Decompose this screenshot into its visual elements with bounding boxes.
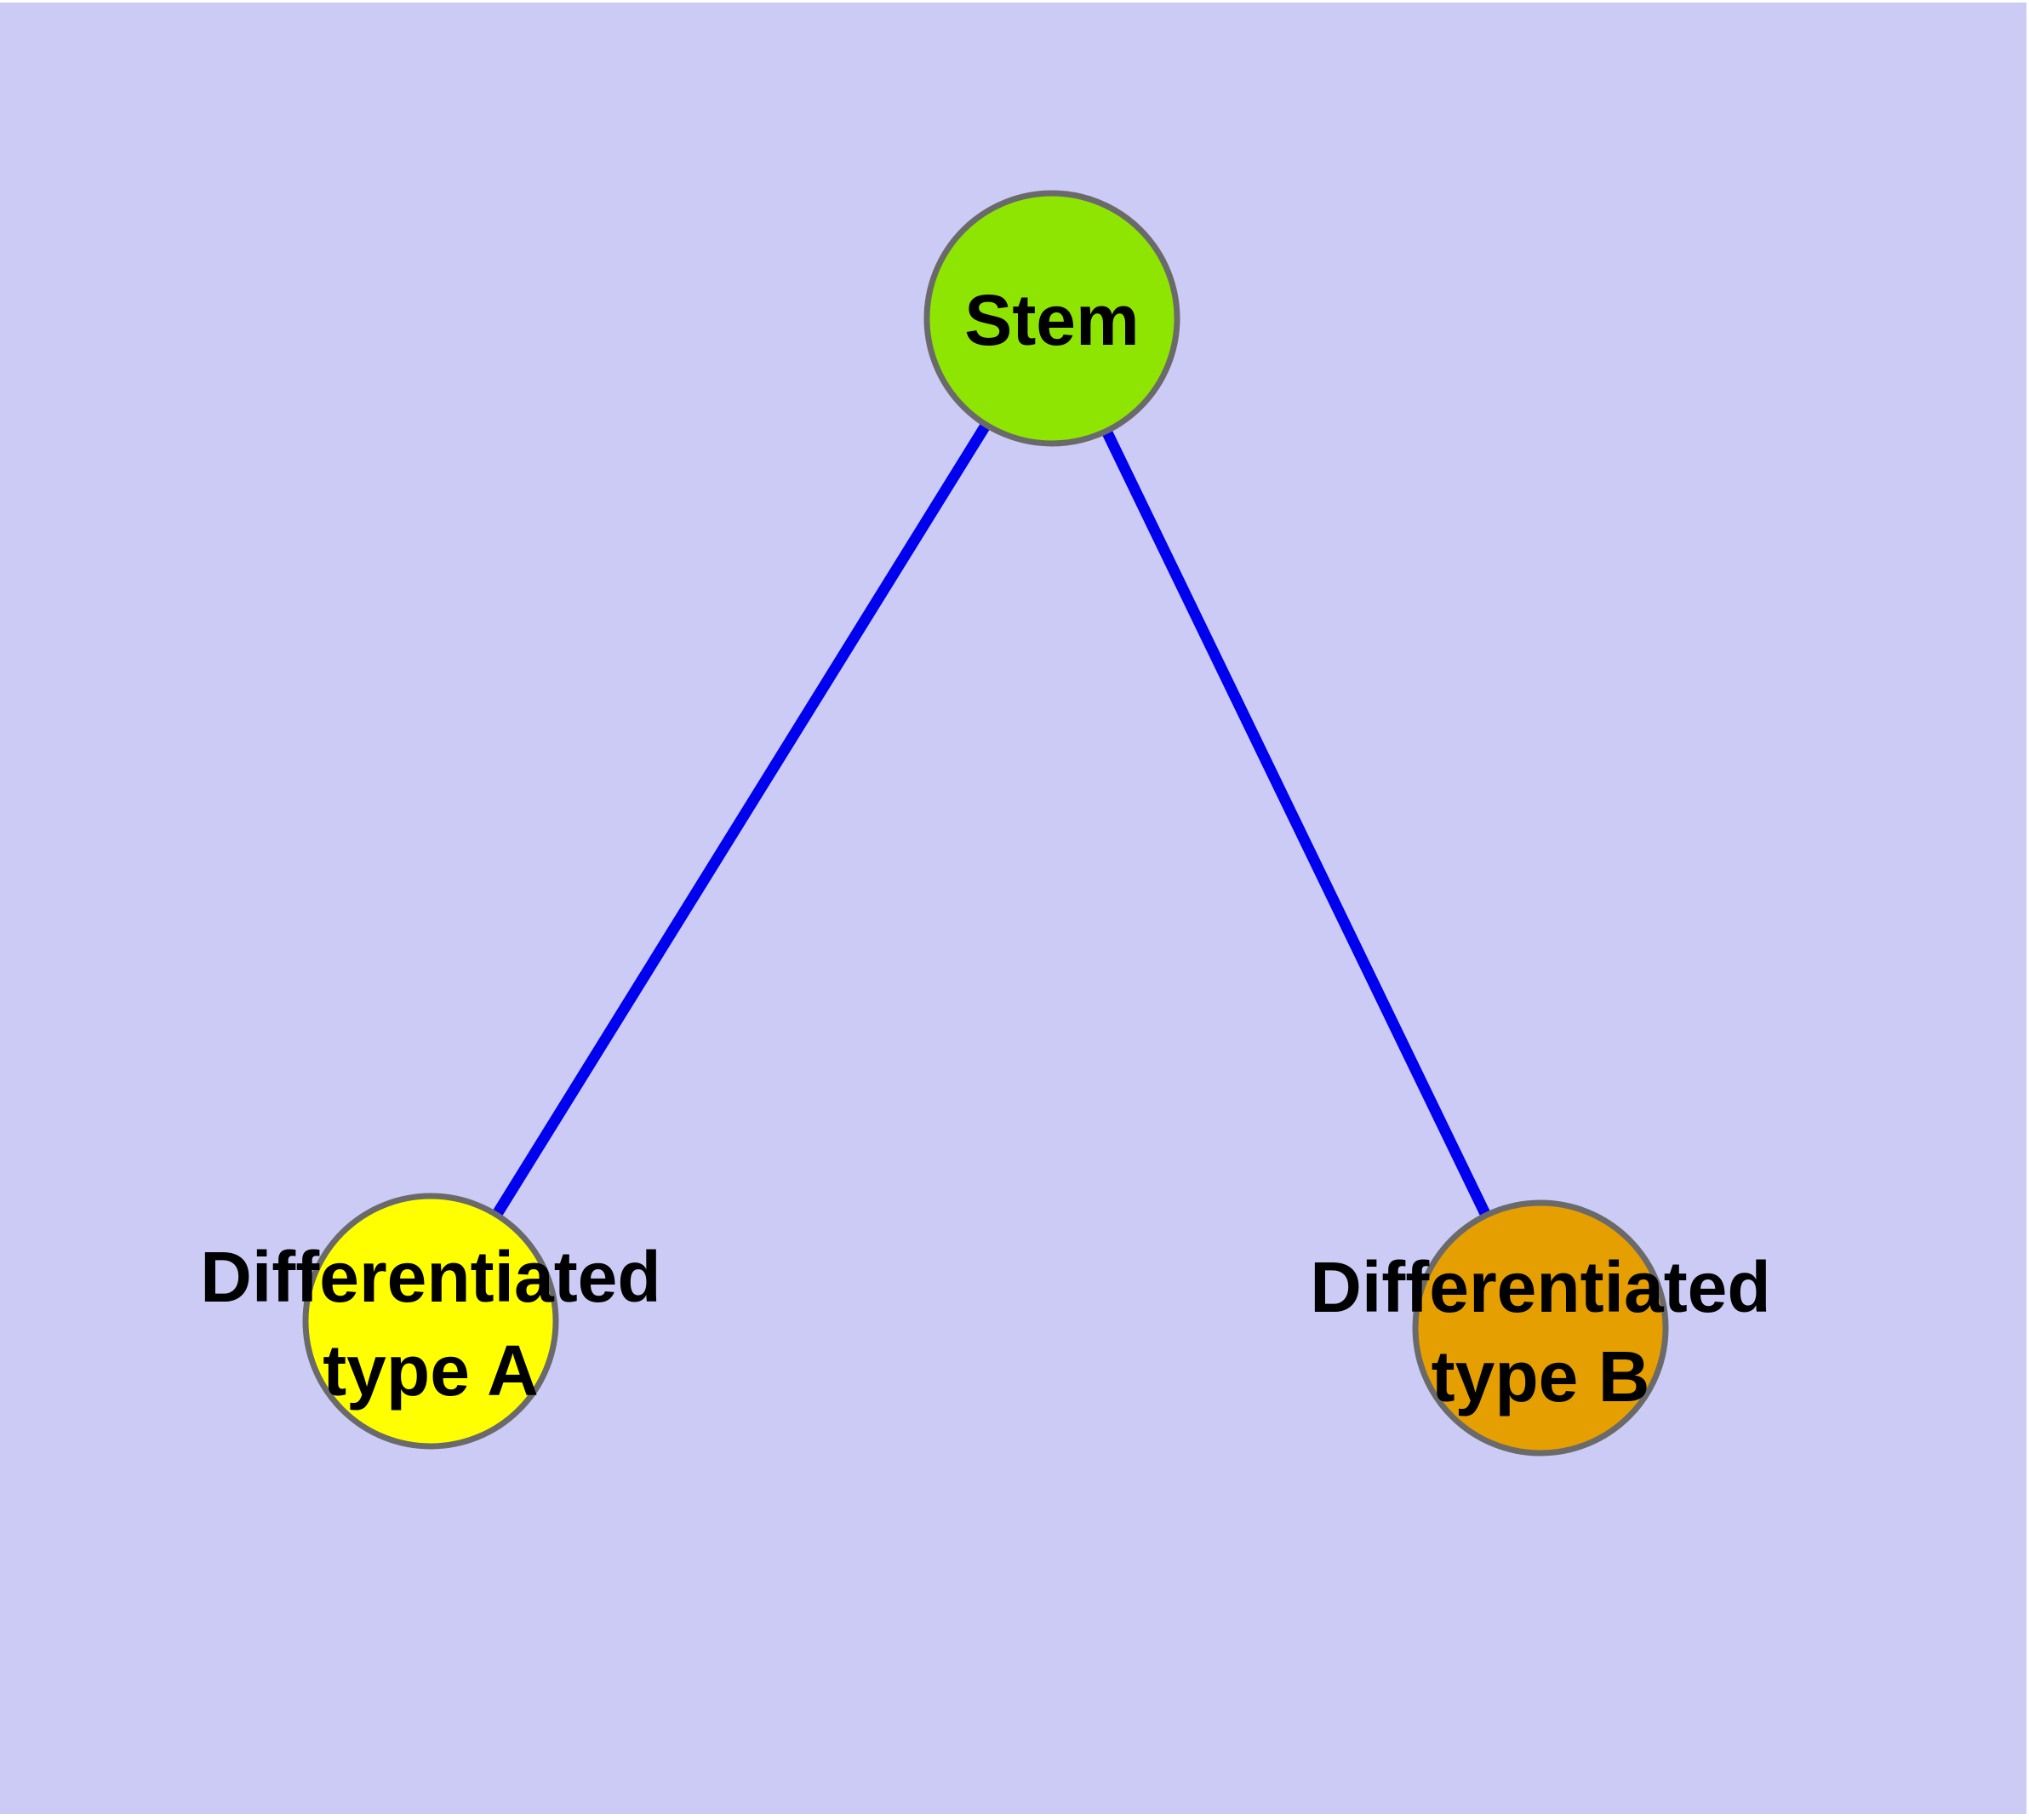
node-differentiated-type-b — [1412, 1199, 1669, 1457]
edge-stem-to-type-a — [426, 315, 1057, 1325]
node-label-stem: Stem — [964, 280, 1139, 360]
edge-stem-to-type-b — [1047, 316, 1546, 1331]
node-label-type-b-line1: Differentiated — [1310, 1247, 1770, 1327]
node-stem — [923, 190, 1180, 447]
node-label-type-a-line1: Differentiated — [200, 1237, 660, 1317]
node-label-type-b-line2: type B — [1432, 1336, 1650, 1417]
node-differentiated-type-a — [302, 1193, 559, 1450]
node-label-type-a-line2: type A — [323, 1331, 539, 1411]
